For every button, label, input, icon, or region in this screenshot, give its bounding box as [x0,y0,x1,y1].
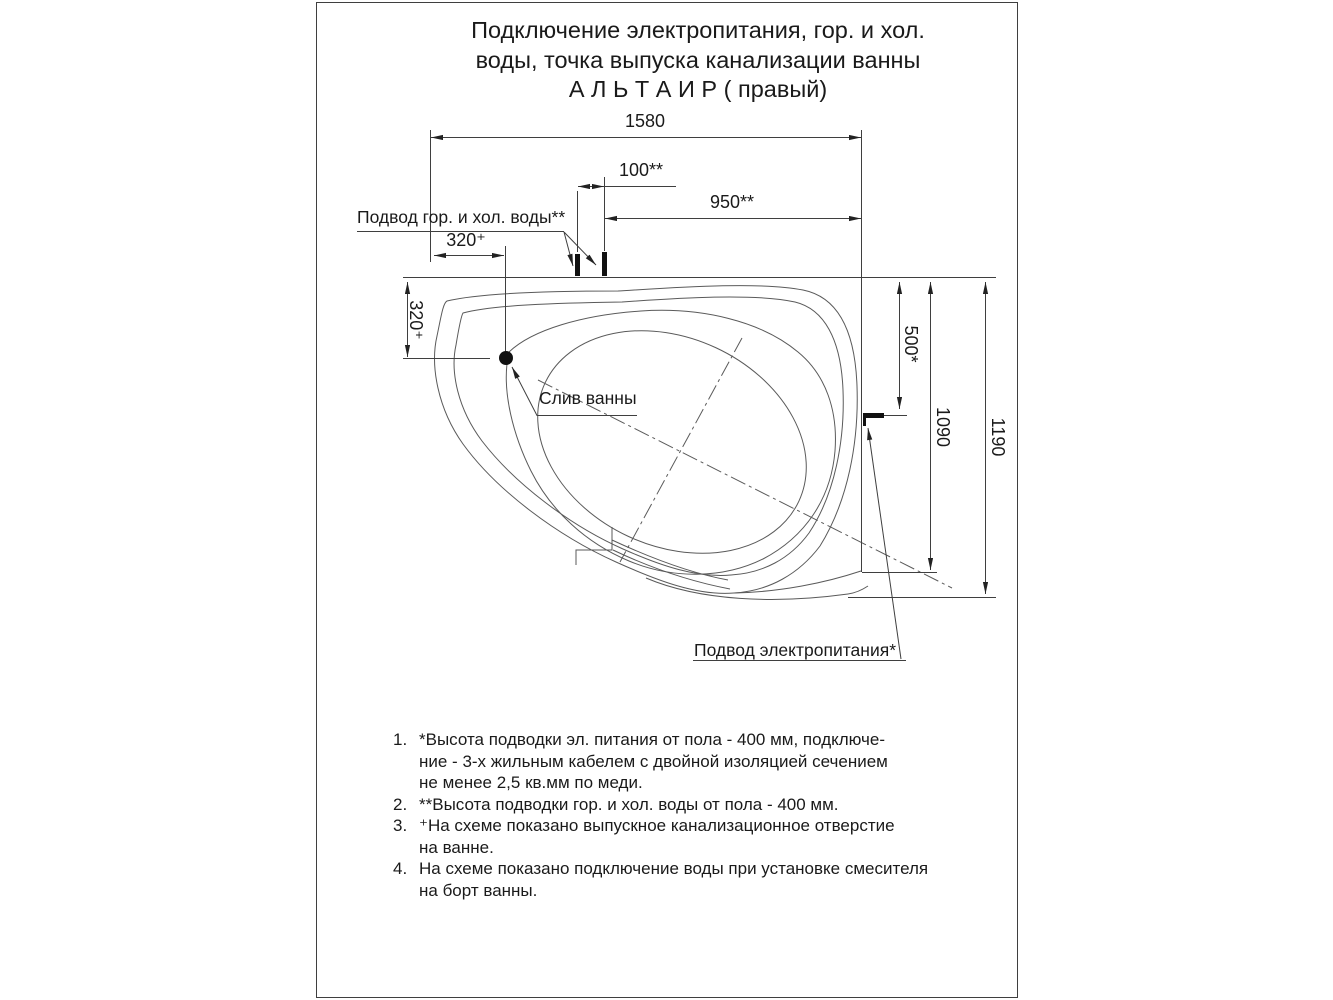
note-text: На схеме показано подключение воды при у… [419,859,929,900]
water-leader-2 [563,231,597,266]
tub-step-line-2 [612,549,731,590]
dim-label-100: 100** [618,160,664,180]
note-text: **Высота подводки гор. и хол. воды от по… [419,794,839,814]
power-leader [867,427,902,660]
note-item-3: 3. ⁺На схеме показано выпускное канализа… [393,815,938,858]
drain-point [499,351,513,365]
drawing-title: Подключение электропитания, гор. и хол. … [383,16,1013,105]
dimension-lines [404,134,989,594]
note-number: 1. [393,730,408,749]
leader-lines [357,231,906,661]
drain-label: Слив ванны [539,388,637,408]
note-item-4: 4. На схеме показано подключение воды пр… [393,858,938,901]
title-line-2: воды, точка выпуска канализации ванны [475,46,921,73]
note-number: 4. [393,859,408,878]
extension-lines [403,130,996,598]
note-number: 3. [393,816,408,835]
drain-leader [511,366,637,416]
dim-label-320-y: 320⁺ [406,300,427,340]
title-line-1: Подключение электропитания, гор. и хол. [471,17,925,43]
dim-label-1090: 1090 [933,406,954,448]
tub-outer-rim [434,285,858,594]
tub-skirt-edge [645,577,869,600]
note-item-1: 1. *Высота подводки эл. питания от пола … [393,729,938,794]
tub-axis-short [619,337,743,563]
tub-corner-edge [733,570,862,594]
tub-inner-shell [505,309,836,575]
note-text: ⁺На схеме показано выпускное канализацио… [419,816,895,857]
bathtub-outline [434,285,953,600]
tub-rim-inner-edge [453,296,844,576]
water-leader-1 [563,231,574,267]
water-supply-label: Подвод гор. и хол. воды** [357,207,566,227]
dim-label-500: 500* [901,325,922,363]
power-supply-label: Подвод электропитания* [694,640,897,660]
tub-basin [537,330,807,554]
dim-label-1190: 1190 [988,417,1009,457]
connection-marks [499,252,884,426]
tub-step-line-1 [611,539,729,581]
note-item-2: 2. **Высота подводки гор. и хол. воды от… [393,794,938,816]
title-line-3: А Л Ь Т А И Р ( правый) [568,76,828,102]
tub-axis-long [537,379,953,589]
dim-label-320-x: 320⁺ [446,230,486,250]
tub-step-notch [575,527,613,565]
note-text: *Высота подводки эл. питания от пола - 4… [419,730,888,792]
page-border [316,2,1018,998]
notes-list: 1. *Высота подводки эл. питания от пола … [393,729,938,901]
dim-label-1580: 1580 [624,111,666,131]
note-number: 2. [393,794,408,814]
dim-label-950: 950** [709,192,755,212]
